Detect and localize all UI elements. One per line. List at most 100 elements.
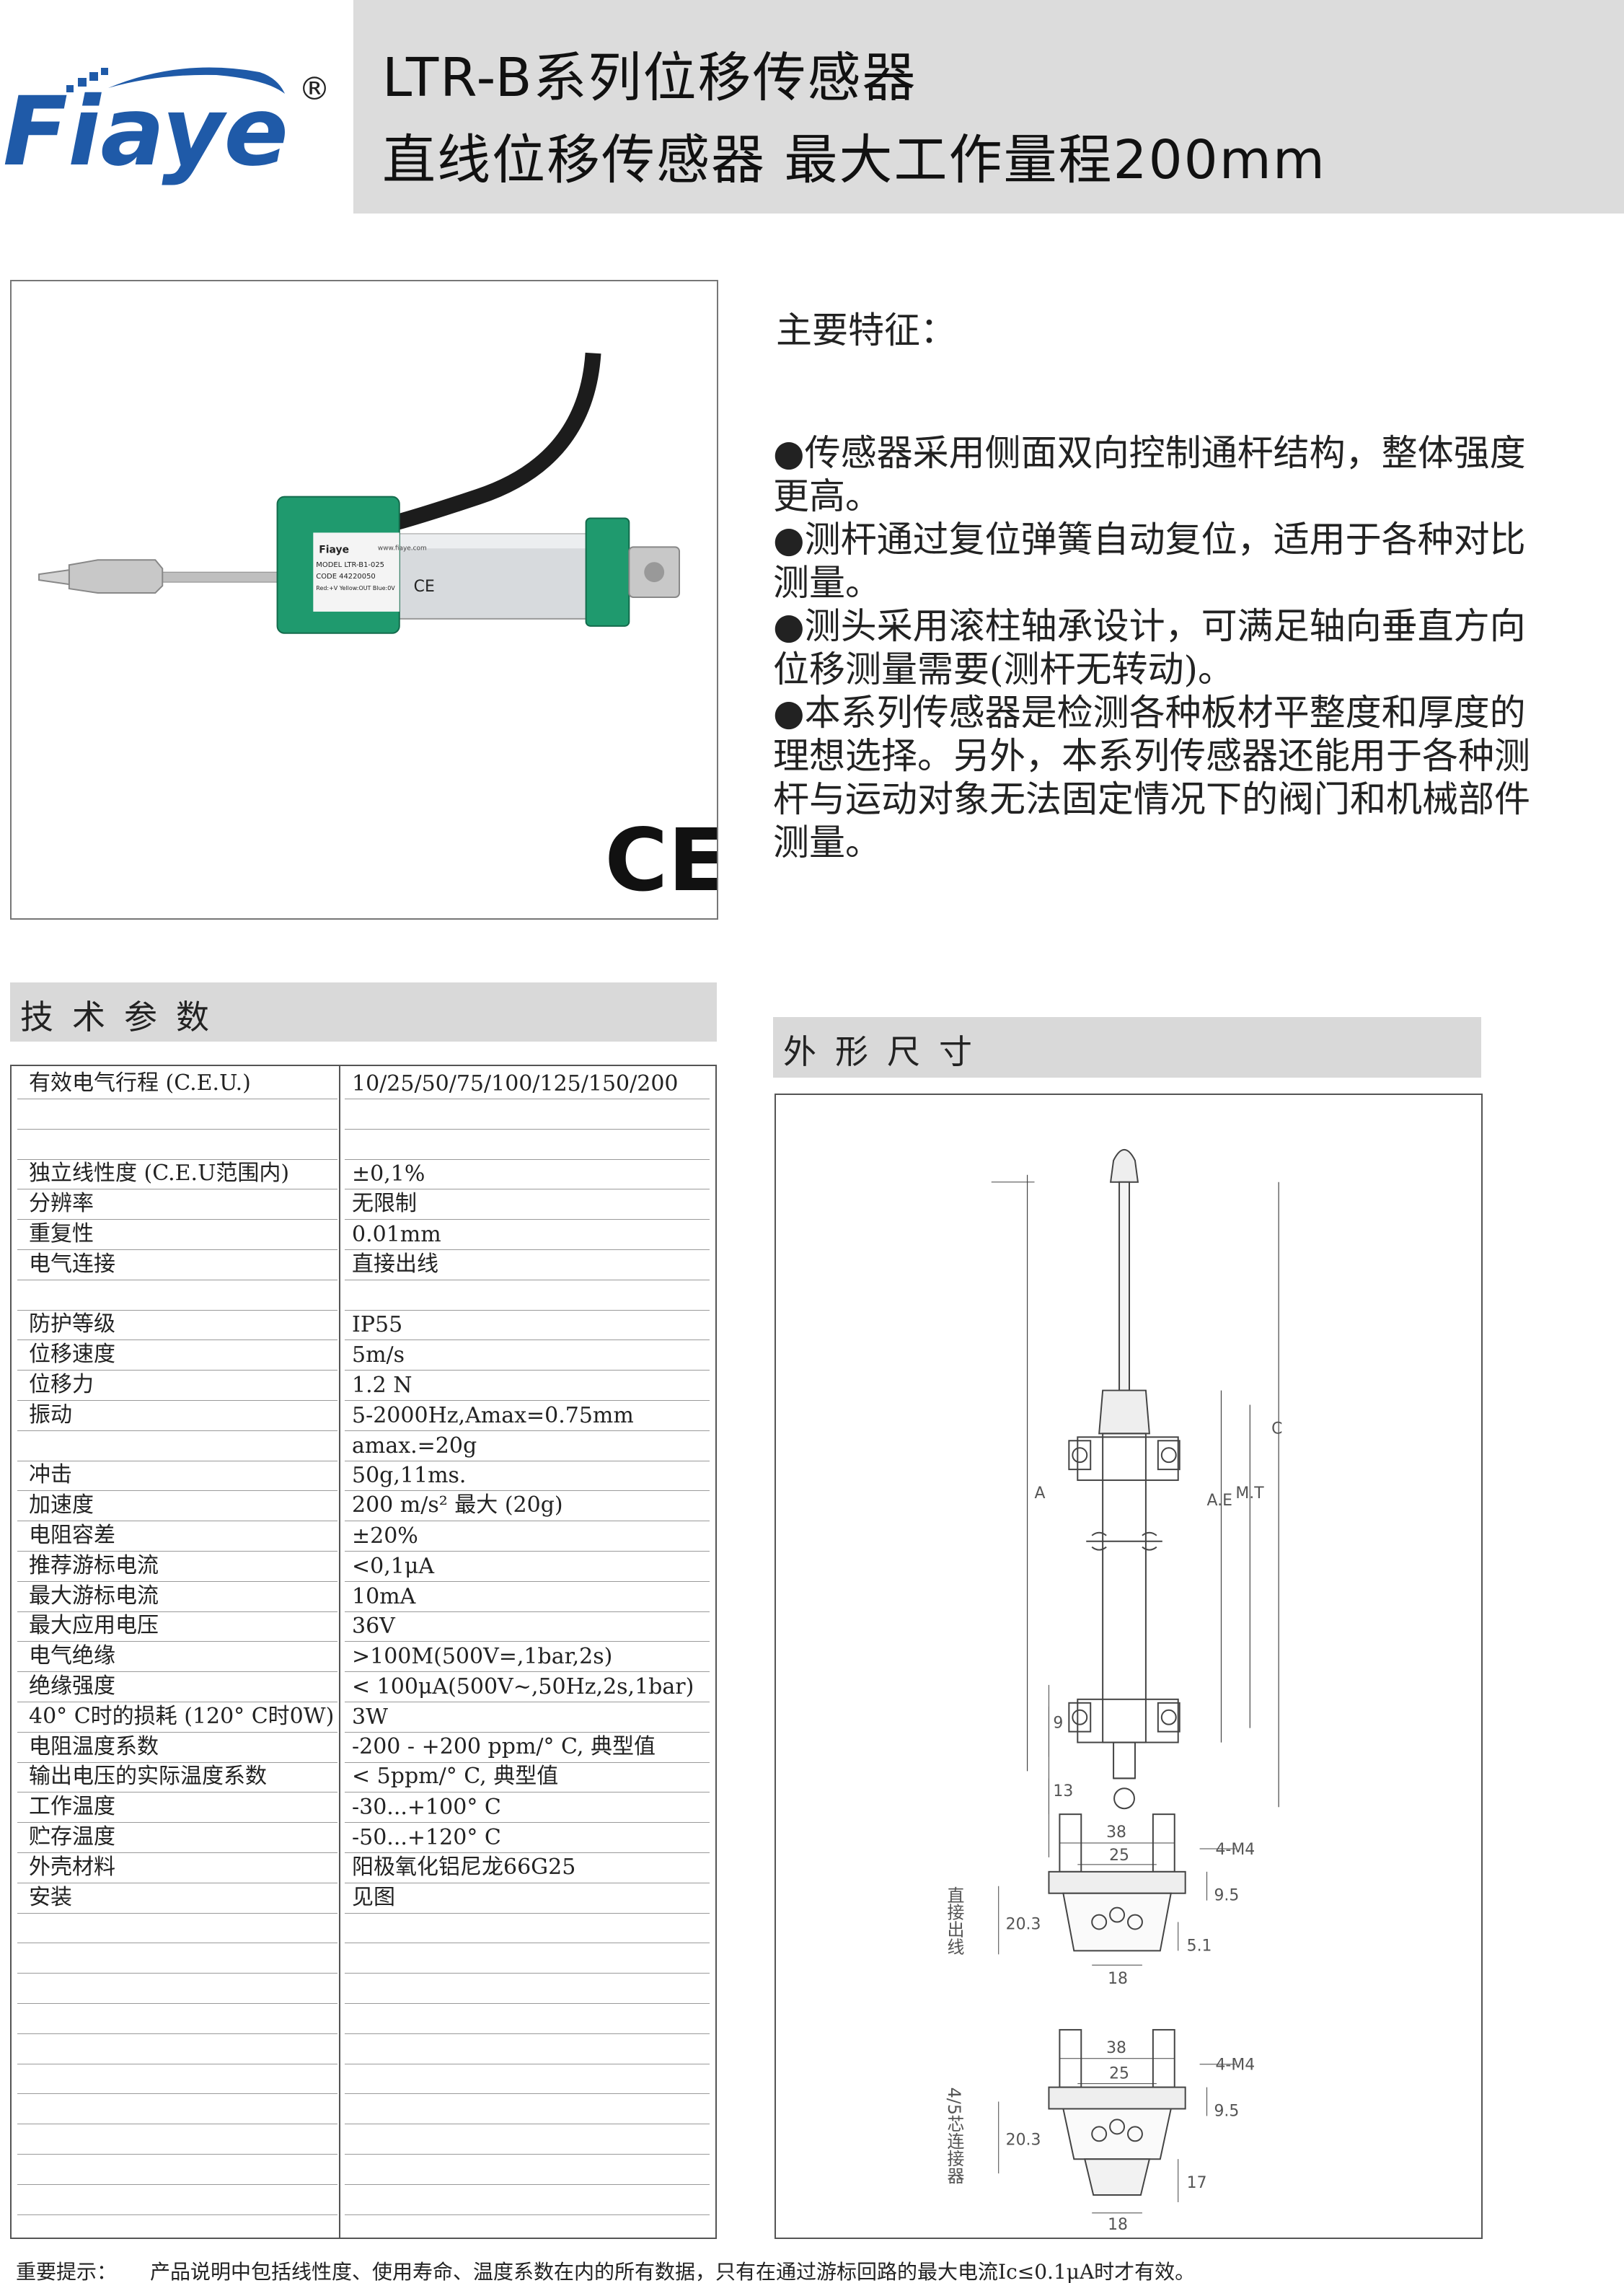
table-cell-key-line (17, 1642, 337, 1673)
spec-value: 5m/s (352, 1342, 405, 1368)
spec-value: 36V (352, 1614, 395, 1640)
spec-value: 0.01mm (352, 1222, 441, 1247)
table-row: 电阻温度系数-200 - +200 ppm/° C, 典型值 (12, 1733, 715, 1763)
table-cell-key-line (17, 1582, 337, 1612)
spec-value: <0,1μA (352, 1553, 435, 1579)
spec-key: 输出电压的实际温度系数 (29, 1764, 267, 1790)
spec-key: 重复性 (29, 1221, 94, 1246)
table-cell-key-line (17, 1280, 337, 1311)
spec-value: 10mA (352, 1583, 416, 1609)
spec-value: 1.2 N (352, 1373, 412, 1398)
footer-label: 重要提示： (16, 2260, 118, 2283)
table-row: 绝缘强度< 100μA(500V~,50Hz,2s,1bar) (12, 1672, 715, 1702)
svg-text:www.fiaye.com: www.fiaye.com (378, 545, 427, 552)
spec-key: 电阻容差 (29, 1523, 115, 1548)
spec-value: < 100μA(500V~,50Hz,2s,1bar) (352, 1674, 694, 1699)
spec-value: 无限制 (352, 1191, 417, 1217)
table-divider (339, 1066, 340, 2238)
table-row: 贮存温度-50...+120° C (12, 1823, 715, 1853)
table-row (12, 1280, 715, 1311)
table-cell-value-line (345, 1552, 710, 1582)
spec-value: >100M(500V=,1bar,2s) (352, 1644, 613, 1670)
section-view-cable (998, 1684, 1236, 1966)
table-cell-key-line (17, 1491, 337, 1522)
table-cell-value-line (345, 1521, 710, 1552)
ce-mark: CE (604, 811, 717, 911)
table-cell-key-line (17, 1220, 337, 1250)
table-cell-value-line (345, 1913, 710, 1944)
svg-text:Red:+V Yellow:OUT Blue:0V: Red:+V Yellow:OUT Blue:0V (316, 585, 395, 591)
spec-value: 50g,11ms. (352, 1463, 467, 1489)
table-row: 重复性 0.01mm (12, 1220, 715, 1250)
table-cell-key-line (17, 1552, 337, 1582)
svg-text:4/5芯连接器: 4/5芯连接器 (944, 2088, 964, 2184)
green-right-cap (585, 517, 630, 627)
table-row: 推荐游标电流<0,1μA (12, 1552, 715, 1582)
table-cell-value-line (345, 2004, 710, 2034)
footer-note: 重要提示：产品说明中包括线性度、使用寿命、温度系数在内的所有数据，只有在通过游标… (16, 2256, 1195, 2283)
table-cell-value-line (345, 1220, 710, 1250)
table-cell-key-line (17, 1371, 337, 1401)
table-row: 有效电气行程 (C.E.U.)10/25/50/75/100/125/150/2… (12, 1069, 715, 1099)
svg-text:20.3: 20.3 (1006, 2131, 1041, 2149)
table-row: 电气连接直接出线 (12, 1250, 715, 1280)
table-cell-value-line (345, 1823, 710, 1853)
table-row (12, 1099, 715, 1130)
table-row: 输出电压的实际温度系数< 5ppm/° C, 典型值 (12, 1762, 715, 1793)
table-row (12, 1130, 715, 1160)
table-row: 工作温度-30...+100° C (12, 1792, 715, 1824)
svg-text:Fiaye: Fiaye (3, 76, 288, 188)
spec-value: 见图 (352, 1884, 395, 1910)
table-cell-value-line (345, 2094, 710, 2125)
svg-text:®: ® (299, 71, 330, 107)
table-cell-key-line (17, 1943, 337, 1974)
table-cell-key-line (17, 1461, 337, 1492)
spec-key: 防护等级 (29, 1311, 115, 1337)
table-cell-value-line (345, 1702, 710, 1733)
svg-text:13: 13 (1053, 1782, 1073, 1800)
table-cell-key-line (17, 1672, 337, 1702)
table-cell-key-line (17, 1792, 337, 1824)
svg-text:A: A (1035, 1484, 1046, 1503)
spec-key: 位移力 (29, 1372, 94, 1397)
table-cell-key-line (17, 1069, 337, 1099)
product-image: Fiaye www.fiaye.com MODEL LTR-B1-025 COD… (10, 280, 727, 920)
tech-section-title: 技术参数 (20, 998, 228, 1037)
table-row (12, 1974, 715, 2004)
spec-key: 最大游标电流 (29, 1583, 159, 1609)
spec-value: IP55 (352, 1312, 403, 1338)
svg-text:A.E: A.E (1207, 1492, 1232, 1510)
table-cell-value-line (345, 1582, 710, 1612)
table-cell-key-line (17, 2185, 337, 2215)
table-cell-value-line (345, 1159, 710, 1190)
svg-text:MODEL LTR-B1-025: MODEL LTR-B1-025 (316, 561, 384, 569)
table-cell-value-line (345, 1642, 710, 1673)
table-cell-key-line (17, 1702, 337, 1733)
table-row (12, 2155, 715, 2185)
svg-text:18: 18 (1108, 2216, 1128, 2234)
table-cell-value-line (345, 2064, 710, 2095)
table-row: 位移力 1.2 N (12, 1371, 715, 1401)
table-cell-value-line (345, 1491, 710, 1522)
cable (383, 352, 601, 534)
table-cell-key-line (17, 1762, 337, 1793)
table-cell-value-line (345, 1401, 710, 1431)
feature-item: ●传感器采用侧面双向控制通杆结构，整体强度更高。 (773, 432, 1526, 517)
table-cell-value-line (345, 1340, 710, 1371)
brand-logo: Fiaye ® (0, 43, 339, 188)
svg-text:CODE 44220050: CODE 44220050 (316, 573, 375, 581)
table-cell-value-line (345, 1189, 710, 1220)
svg-text:CE: CE (414, 578, 435, 596)
spec-key: 电阻温度系数 (29, 1733, 159, 1759)
table-cell-value-line (345, 1461, 710, 1492)
svg-text:4-M4: 4-M4 (1216, 1841, 1255, 1859)
table-cell-key-line (17, 1733, 337, 1763)
page-subtitle: 直线位移传感器 最大工作量程200mm (382, 129, 1326, 191)
svg-text:9.5: 9.5 (1214, 1887, 1240, 1905)
fiaye-logo-icon: Fiaye ® (3, 67, 330, 188)
table-cell-value-line (345, 1943, 710, 1974)
table-row: 独立线性度 (C.E.U范围内)±0,1% (12, 1159, 715, 1190)
